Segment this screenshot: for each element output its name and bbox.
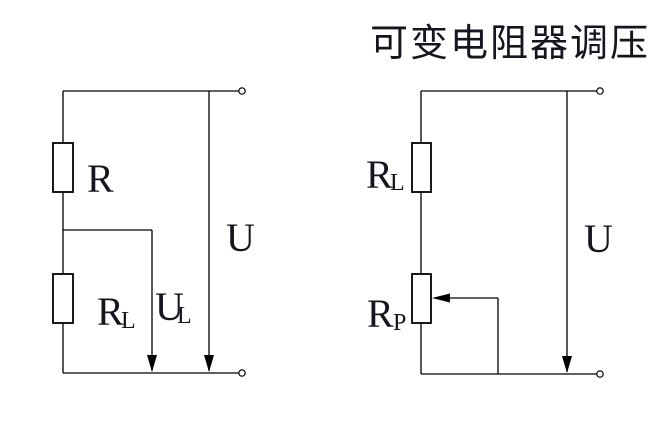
left-supply-voltage-label: U (226, 215, 255, 260)
wiper-arrow-icon (432, 293, 450, 303)
right-bottom-terminal-icon (596, 370, 604, 378)
series-resistor-label: R (87, 156, 114, 201)
load-voltage-subscript: L (177, 303, 192, 329)
potentiometer-symbol (411, 273, 432, 324)
right-load-resistor-symbol (411, 142, 432, 193)
right-load-resistor-label: R (366, 152, 393, 197)
potentiometer-label: R (367, 291, 394, 336)
left-load-resistor-subscript: L (121, 308, 136, 334)
potentiometer-subscript: P (393, 310, 406, 336)
load-voltage-label: U (155, 284, 184, 329)
diagram-title: 可变电阻器调压 (370, 23, 650, 65)
load-voltage-down-arrow-icon (147, 355, 157, 372)
right-load-resistor-subscript: L (390, 170, 405, 196)
left-bottom-terminal-icon (238, 369, 246, 377)
right-supply-voltage-label: U (584, 216, 613, 261)
left-voltage-divider-circuit: R R L U L U (52, 87, 255, 377)
right-potentiometer-circuit: R L R P U (366, 87, 613, 378)
left-top-terminal-icon (238, 87, 246, 95)
right-top-terminal-icon (596, 87, 604, 95)
left-load-resistor-symbol (52, 273, 74, 324)
left-supply-voltage-down-arrow-icon (204, 355, 214, 372)
series-resistor-symbol (52, 142, 74, 193)
left-load-resistor-label: R (97, 289, 124, 334)
right-supply-voltage-down-arrow-icon (562, 356, 572, 373)
